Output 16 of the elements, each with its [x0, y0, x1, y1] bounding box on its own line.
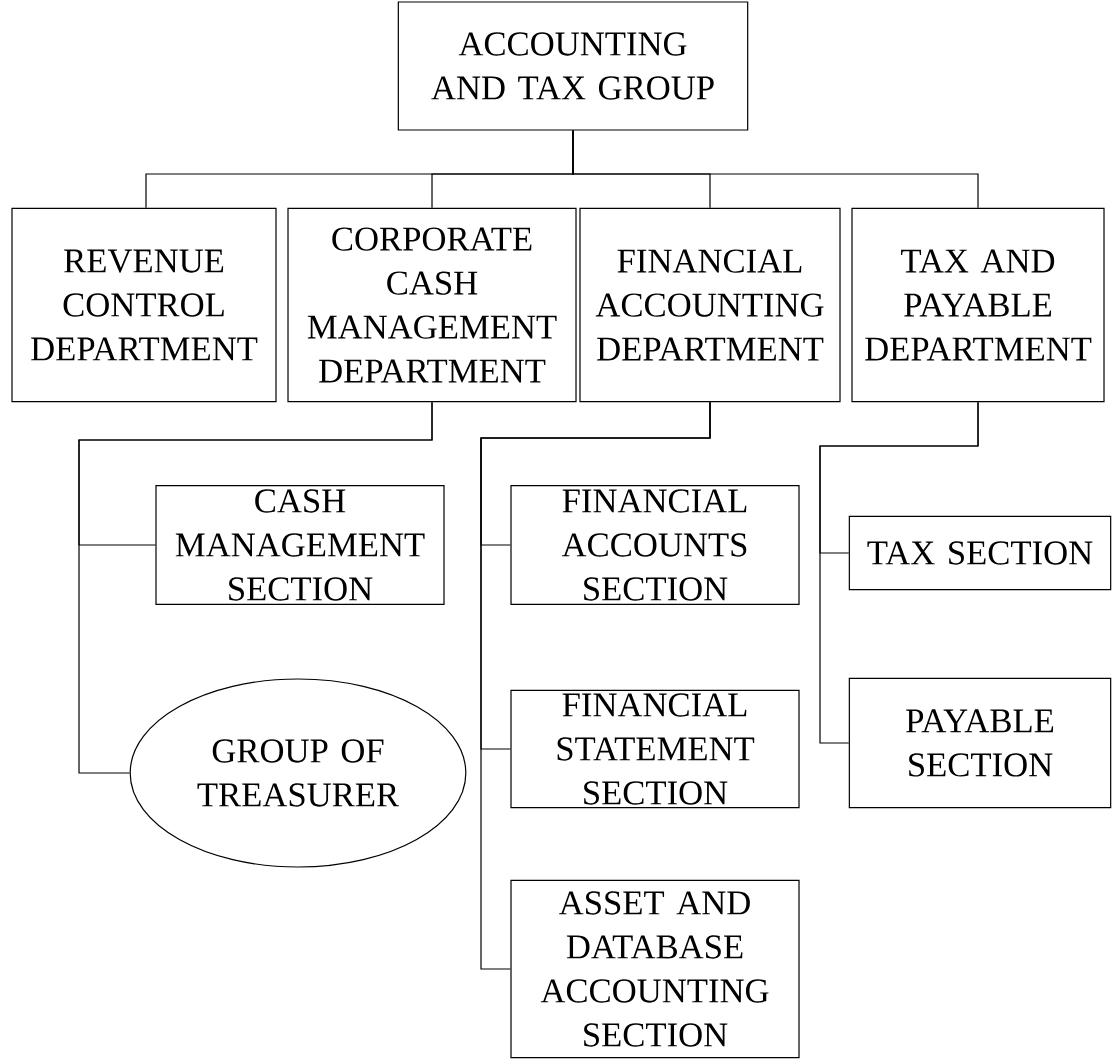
org-box: ACCOUNTING AND TAX GROUP	[397, 1, 749, 131]
org-box: REVENUE CONTROL DEPARTMENT	[11, 207, 277, 403]
org-box: CASH MANAGEMENT SECTION	[155, 485, 445, 605]
org-box: TAX SECTION	[848, 515, 1112, 591]
org-box: ASSET AND DATABASE ACCOUNTING SECTION	[510, 879, 800, 1059]
org-box: TAX AND PAYABLE DEPARTMENT	[851, 207, 1105, 403]
connector-line	[78, 401, 433, 774]
connector-line	[480, 401, 711, 970]
ellipse-node: GROUP OF TREASURER	[129, 678, 467, 868]
connector-line	[572, 130, 979, 209]
org-box: FINANCIAL ACCOUNTING DEPARTMENT	[579, 207, 841, 403]
org-box: CORPORATE CASH MANAGEMENT DEPARTMENT	[287, 207, 577, 403]
org-box: FINANCIAL ACCOUNTS SECTION	[510, 485, 800, 605]
org-box: FINANCIAL STATEMENT SECTION	[510, 689, 800, 809]
org-box: PAYABLE SECTION	[848, 677, 1112, 809]
connector-line	[819, 401, 979, 744]
